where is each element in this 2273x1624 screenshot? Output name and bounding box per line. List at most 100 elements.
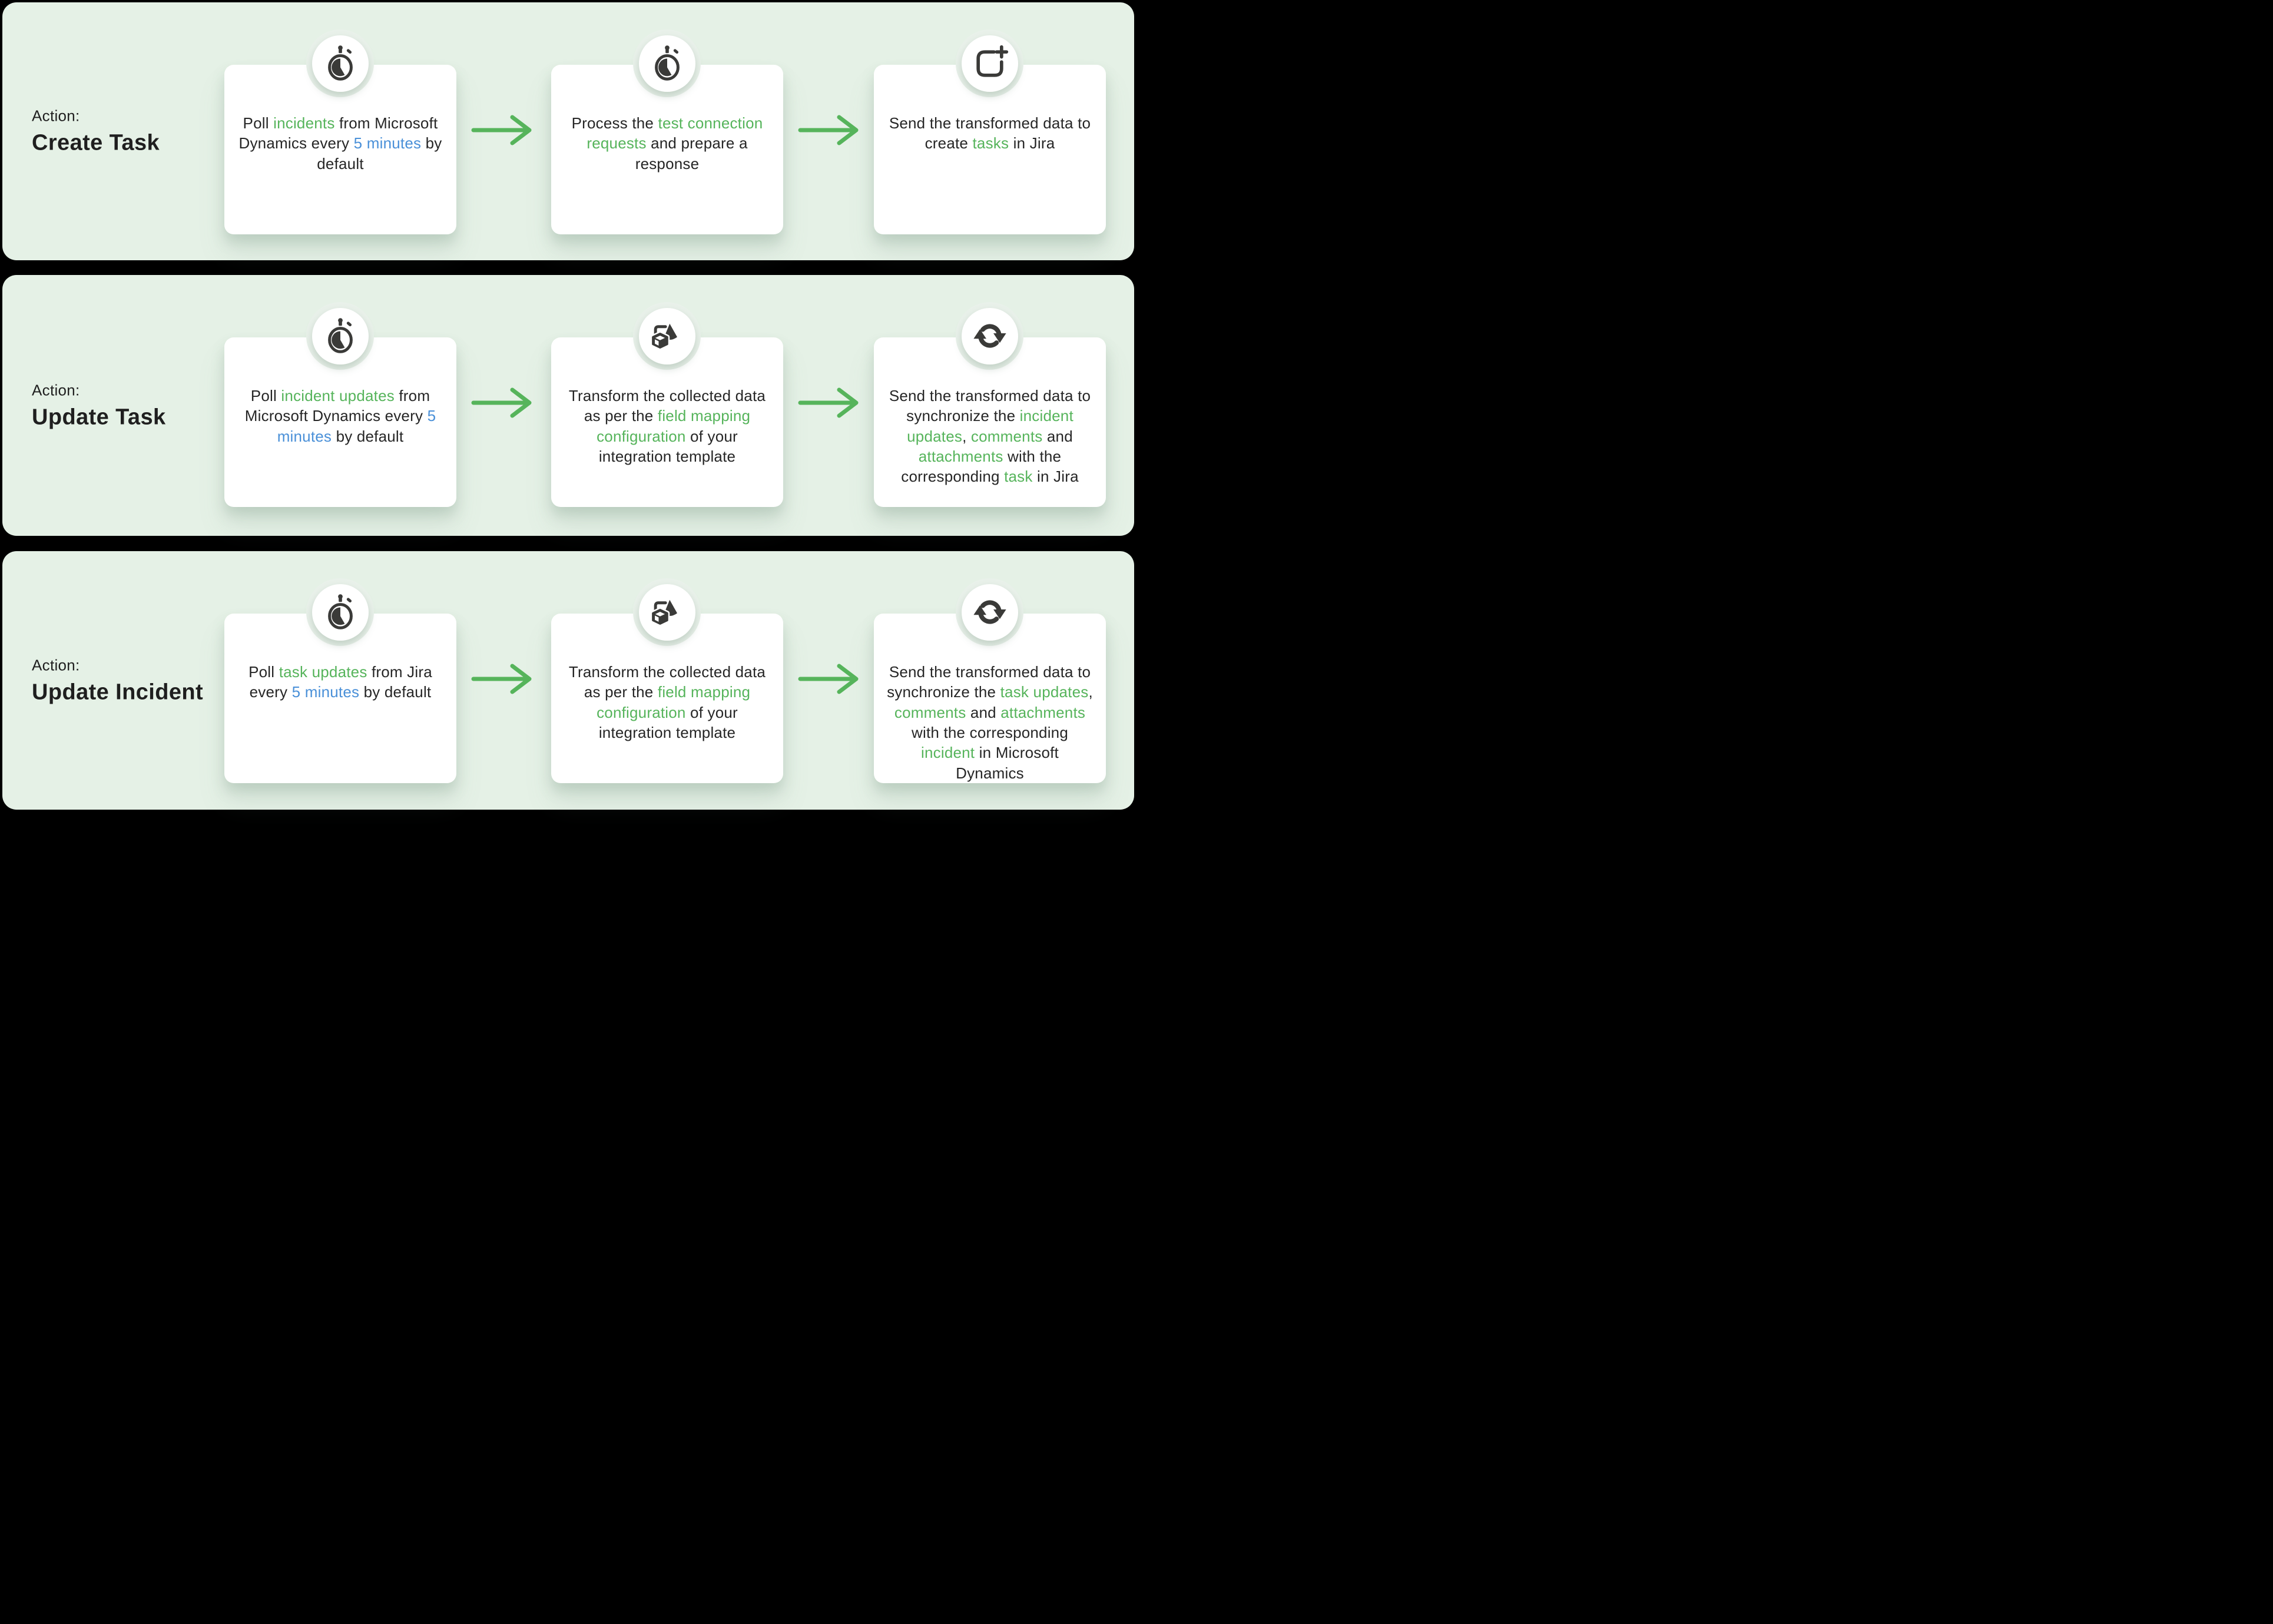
integration-flow-infographic: { "page": { "background": "#000000", "ba… xyxy=(0,0,1136,812)
text-segment: task updates xyxy=(1000,683,1089,701)
text-segment: by default xyxy=(317,134,442,173)
action-title: Update Incident xyxy=(32,680,204,704)
text-segment: Poll xyxy=(248,663,279,681)
text-segment: and xyxy=(966,703,1001,721)
step-icon-badge xyxy=(956,578,1023,646)
action-label: Action: xyxy=(32,381,80,399)
text-segment: and prepare a response xyxy=(635,134,748,173)
arrow-right-icon xyxy=(798,112,863,148)
action-label: Action: xyxy=(32,656,80,674)
sync-icon xyxy=(970,316,1010,356)
text-segment: incident updates xyxy=(907,407,1073,445)
step-icon-badge xyxy=(956,302,1023,370)
icon-circle xyxy=(961,307,1018,364)
text-segment: in Jira xyxy=(1032,468,1079,486)
action-title: Update Task xyxy=(32,405,166,429)
text-segment: incidents xyxy=(273,114,335,132)
step-card-text: Send the transformed data to synchronize… xyxy=(874,337,1106,487)
copy-plus-icon xyxy=(970,44,1010,84)
arrow-right-icon xyxy=(471,385,536,420)
text-segment: from Microsoft Dynamics every xyxy=(238,114,438,153)
step-card-poll: Poll task updates from Jira every 5 minu… xyxy=(224,614,456,783)
text-segment: by default xyxy=(359,683,432,701)
text-segment: task updates xyxy=(279,663,367,681)
text-segment: incident updates xyxy=(281,387,395,405)
text-segment: attachments xyxy=(918,447,1003,465)
text-segment: Transform the collected data as per the xyxy=(568,387,766,425)
step-card-text: Send the transformed data to create task… xyxy=(874,65,1106,154)
text-segment: with the corresponding xyxy=(901,447,1062,486)
text-segment: by default xyxy=(332,427,404,445)
step-card-text: Poll incident updates from Microsoft Dyn… xyxy=(224,337,456,446)
step-card-transform: Transform the collected data as per the … xyxy=(551,614,783,783)
arrow-right-icon xyxy=(471,661,536,697)
band-create-task: Action: Create Task Poll incidents from … xyxy=(2,2,1134,260)
transform-icon xyxy=(647,592,687,632)
icon-circle xyxy=(312,35,369,92)
icon-circle xyxy=(638,35,695,92)
transform-icon xyxy=(647,316,687,356)
stopwatch-icon xyxy=(647,44,687,84)
text-segment: 5 minutes xyxy=(277,407,436,445)
icon-circle xyxy=(638,307,695,364)
icon-circle xyxy=(961,584,1018,641)
text-segment: of your integration template xyxy=(598,427,738,465)
text-segment: from Jira every xyxy=(249,663,432,701)
text-segment: comments xyxy=(894,703,966,721)
text-segment: Process the xyxy=(571,114,658,132)
step-card-text: Send the transformed data to synchronize… xyxy=(874,614,1106,783)
stopwatch-icon xyxy=(320,316,360,356)
step-icon-badge xyxy=(633,29,701,97)
text-segment: Send the transformed data to create xyxy=(889,114,1091,153)
arrow-right-icon xyxy=(798,385,863,420)
arrow-right-icon xyxy=(471,112,536,148)
text-segment: of your integration template xyxy=(598,703,738,741)
text-segment: in Jira xyxy=(1009,134,1055,153)
text-segment: Send the transformed data to synchronize… xyxy=(889,387,1091,425)
text-segment: field mapping configuration xyxy=(597,683,751,721)
action-label: Action: xyxy=(32,107,80,125)
text-segment: Transform the collected data as per the xyxy=(568,663,766,701)
text-segment: 5 minutes xyxy=(353,134,422,153)
step-card-text: Process the test connection requests and… xyxy=(551,65,783,174)
text-segment: Send the transformed data to synchronize… xyxy=(887,663,1091,701)
step-icon-badge xyxy=(306,302,374,370)
text-segment: from Microsoft Dynamics every xyxy=(244,387,430,425)
step-card-text: Poll task updates from Jira every 5 minu… xyxy=(224,614,456,702)
action-block: Action: Update Task xyxy=(32,381,166,430)
text-segment: , xyxy=(962,427,971,445)
text-segment: task xyxy=(1004,468,1033,486)
step-card-text: Transform the collected data as per the … xyxy=(551,337,783,466)
icon-circle xyxy=(312,584,369,641)
text-segment: and xyxy=(1042,427,1073,445)
icon-circle xyxy=(961,35,1018,92)
text-segment: 5 minutes xyxy=(291,683,360,701)
icon-circle xyxy=(312,307,369,364)
icon-circle xyxy=(638,584,695,641)
step-icon-badge xyxy=(306,578,374,646)
action-title: Create Task xyxy=(32,130,160,155)
action-block: Action: Create Task xyxy=(32,107,160,156)
band-update-task: Action: Update Task Poll incident update… xyxy=(2,275,1134,536)
text-segment: attachments xyxy=(1000,703,1086,721)
text-segment: comments xyxy=(970,427,1043,445)
step-icon-badge xyxy=(633,578,701,646)
text-segment: with the corresponding xyxy=(912,723,1068,741)
step-icon-badge xyxy=(956,29,1023,97)
step-icon-badge xyxy=(306,29,374,97)
arrow-right-icon xyxy=(798,661,863,697)
text-segment: , xyxy=(1088,683,1093,701)
text-segment: field mapping configuration xyxy=(597,407,751,445)
text-segment: in Microsoft Dynamics xyxy=(956,744,1059,782)
step-icon-badge xyxy=(633,302,701,370)
step-card-text: Poll incidents from Microsoft Dynamics e… xyxy=(224,65,456,174)
step-card-send: Send the transformed data to synchronize… xyxy=(874,337,1106,507)
stopwatch-icon xyxy=(320,592,360,632)
text-segment: test connection requests xyxy=(587,114,763,153)
band-update-incident: Action: Update Incident Poll task update… xyxy=(2,551,1134,810)
text-segment: incident xyxy=(921,744,975,762)
step-card-text: Transform the collected data as per the … xyxy=(551,614,783,743)
action-block: Action: Update Incident xyxy=(32,656,203,705)
stopwatch-icon xyxy=(320,44,360,84)
sync-icon xyxy=(970,592,1010,632)
